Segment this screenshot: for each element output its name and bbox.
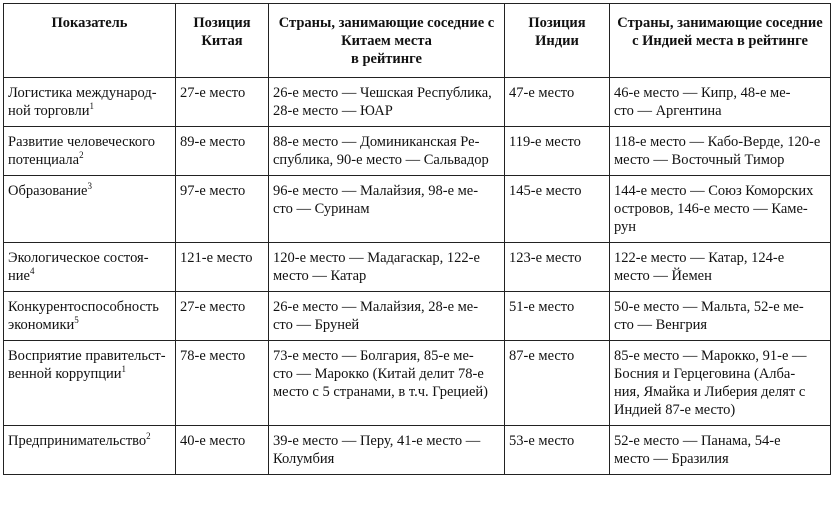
indicator-cell: Развитие человеческого потенциала2 xyxy=(3,126,176,176)
comparison-table: Показатель Позиция Китая Страны, занимаю… xyxy=(3,3,831,475)
china-neighbors-cell: 96-е место — Малайзия, 98-е ме- сто — Су… xyxy=(268,175,505,243)
header-china-position: Позиция Китая xyxy=(175,3,269,78)
footnote-mark: 4 xyxy=(29,266,35,277)
china-neighbors-cell: 73-е место — Болгария, 85-е ме- сто — Ма… xyxy=(268,340,505,426)
china-position-cell: 89-е место xyxy=(175,126,269,176)
india-neighbors-cell: 52-е место — Панама, 54-е место — Бразил… xyxy=(609,425,831,475)
india-neighbors-cell: 122-е место — Катар, 124-е место — Йемен xyxy=(609,242,831,292)
indicator-label: Логистика международ- ной торговли xyxy=(8,85,157,119)
indicator-cell: Восприятие правительст- венной коррупции… xyxy=(3,340,176,426)
china-neighbors-cell: 39-е место — Перу, 41-е место — Колумбия xyxy=(268,425,505,475)
indicator-label: Конкурентоспособность экономики xyxy=(8,299,159,333)
china-neighbors-cell: 26-е место — Малайзия, 28-е ме- сто — Бр… xyxy=(268,291,505,341)
india-position-cell: 53-е место xyxy=(504,425,610,475)
table-row: Восприятие правительст- венной коррупции… xyxy=(3,340,831,426)
india-neighbors-cell: 46-е место — Кипр, 48-е ме- сто — Аргент… xyxy=(609,77,831,127)
china-position-cell: 27-е место xyxy=(175,77,269,127)
china-neighbors-cell: 120-е место — Мадагаскар, 122-е место — … xyxy=(268,242,505,292)
indicator-label: Образование xyxy=(8,183,88,199)
china-position-cell: 97-е место xyxy=(175,175,269,243)
india-position-cell: 123-е место xyxy=(504,242,610,292)
indicator-label: Предпринимательство xyxy=(8,433,147,449)
china-position-cell: 121-е место xyxy=(175,242,269,292)
indicator-cell: Логистика международ- ной торговли1 xyxy=(3,77,176,127)
header-india-neighbors: Страны, занимающие соседние с Индией мес… xyxy=(609,3,831,78)
header-indicator: Показатель xyxy=(3,3,176,78)
footnote-mark: 1 xyxy=(121,364,127,375)
china-neighbors-cell: 26-е место — Чешская Республика, 28-е ме… xyxy=(268,77,505,127)
india-neighbors-cell: 118-е место — Кабо-Верде, 120-е место — … xyxy=(609,126,831,176)
india-position-cell: 51-е место xyxy=(504,291,610,341)
indicator-cell: Предпринимательство2 xyxy=(3,425,176,475)
indicator-cell: Экологическое состоя- ние4 xyxy=(3,242,176,292)
indicator-cell: Конкурентоспособность экономики5 xyxy=(3,291,176,341)
india-neighbors-cell: 50-е место — Мальта, 52-е ме- сто — Венг… xyxy=(609,291,831,341)
india-position-cell: 145-е место xyxy=(504,175,610,243)
india-position-cell: 47-е место xyxy=(504,77,610,127)
header-india-position: Позиция Индии xyxy=(504,3,610,78)
india-neighbors-cell: 144-е место — Союз Коморских островов, 1… xyxy=(609,175,831,243)
footnote-mark: 2 xyxy=(146,431,151,442)
footnote-mark: 2 xyxy=(79,150,84,161)
indicator-label: Развитие человеческого потенциала xyxy=(8,134,155,168)
india-neighbors-cell: 85-е место — Марокко, 91-е — Босния и Ге… xyxy=(609,340,831,426)
china-position-cell: 78-е место xyxy=(175,340,269,426)
indicator-cell: Образование3 xyxy=(3,175,176,243)
footnote-mark: 1 xyxy=(89,101,95,112)
indicator-label: Экологическое состоя- ние xyxy=(8,250,149,284)
footnote-mark: 5 xyxy=(74,315,79,326)
india-position-cell: 119-е место xyxy=(504,126,610,176)
header-china-neighbors: Страны, занимающие соседние с Китаем мес… xyxy=(268,3,505,78)
china-position-cell: 27-е место xyxy=(175,291,269,341)
china-position-cell: 40-е место xyxy=(175,425,269,475)
china-neighbors-cell: 88-е место — Доминиканская Ре- спублика,… xyxy=(268,126,505,176)
footnote-mark: 3 xyxy=(87,181,92,192)
india-position-cell: 87-е место xyxy=(504,340,610,426)
header-row: Показатель Позиция Китая Страны, занимаю… xyxy=(3,3,831,78)
indicator-label: Восприятие правительст- венной коррупции xyxy=(8,348,166,382)
